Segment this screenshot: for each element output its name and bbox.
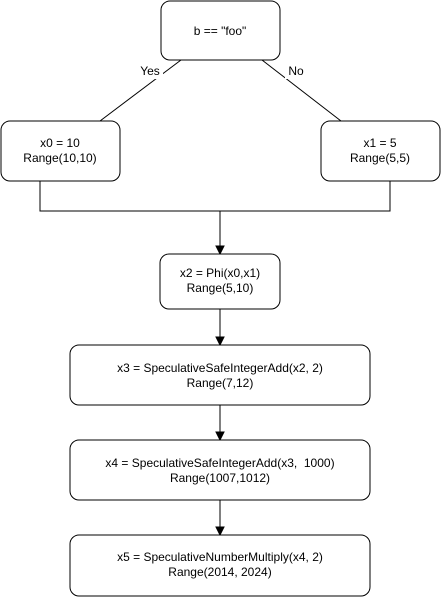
- arrowhead-x4: [215, 431, 225, 442]
- edge-x0-to-merge: [39, 181, 220, 212]
- edge-label-no: No: [288, 64, 304, 78]
- node-x1: x1 = 5 Range(5,5): [320, 120, 441, 182]
- edges: [39, 59, 391, 537]
- arrowhead-x5: [215, 526, 225, 537]
- edge-x1-to-merge: [220, 181, 391, 212]
- node-x0-line-2: Range(10,10): [23, 151, 96, 165]
- edge-labels: Yes No: [137, 63, 307, 79]
- arrowhead-x2: [215, 245, 225, 256]
- edge-condition-to-x0: [99, 59, 182, 122]
- node-x0-line-1: x0 = 10: [40, 136, 80, 150]
- node-condition-line-1: b == "foo": [194, 24, 247, 38]
- edge-label-yes: Yes: [140, 64, 160, 78]
- node-x1-line-1: x1 = 5: [363, 136, 396, 150]
- node-x2-line-2: Range(5,10): [187, 281, 254, 295]
- node-condition: b == "foo": [160, 0, 281, 61]
- node-x5-line-2: Range(2014, 2024): [168, 565, 271, 579]
- edge-condition-to-x1: [261, 59, 342, 122]
- node-x3: x3 = SpeculativeSafeIntegerAdd(x2, 2) Ra…: [69, 344, 371, 406]
- node-x3-line-2: Range(7,12): [187, 376, 254, 390]
- node-x3-line-1: x3 = SpeculativeSafeIntegerAdd(x2, 2): [117, 361, 323, 375]
- node-x0: x0 = 10 Range(10,10): [0, 120, 121, 182]
- node-x4-line-2: Range(1007,1012): [170, 471, 270, 485]
- node-x5-line-1: x5 = SpeculativeNumberMultiply(x4, 2): [117, 550, 323, 564]
- node-x4: x4 = SpeculativeSafeIntegerAdd(x3, 1000)…: [69, 439, 371, 501]
- node-x5: x5 = SpeculativeNumberMultiply(x4, 2) Ra…: [69, 534, 371, 597]
- node-x2: x2 = Phi(x0,x1) Range(5,10): [159, 253, 281, 310]
- arrowhead-x3: [215, 336, 225, 347]
- node-x2-line-1: x2 = Phi(x0,x1): [180, 266, 260, 280]
- node-x4-line-1: x4 = SpeculativeSafeIntegerAdd(x3, 1000): [105, 456, 334, 470]
- node-x1-line-2: Range(5,5): [350, 151, 410, 165]
